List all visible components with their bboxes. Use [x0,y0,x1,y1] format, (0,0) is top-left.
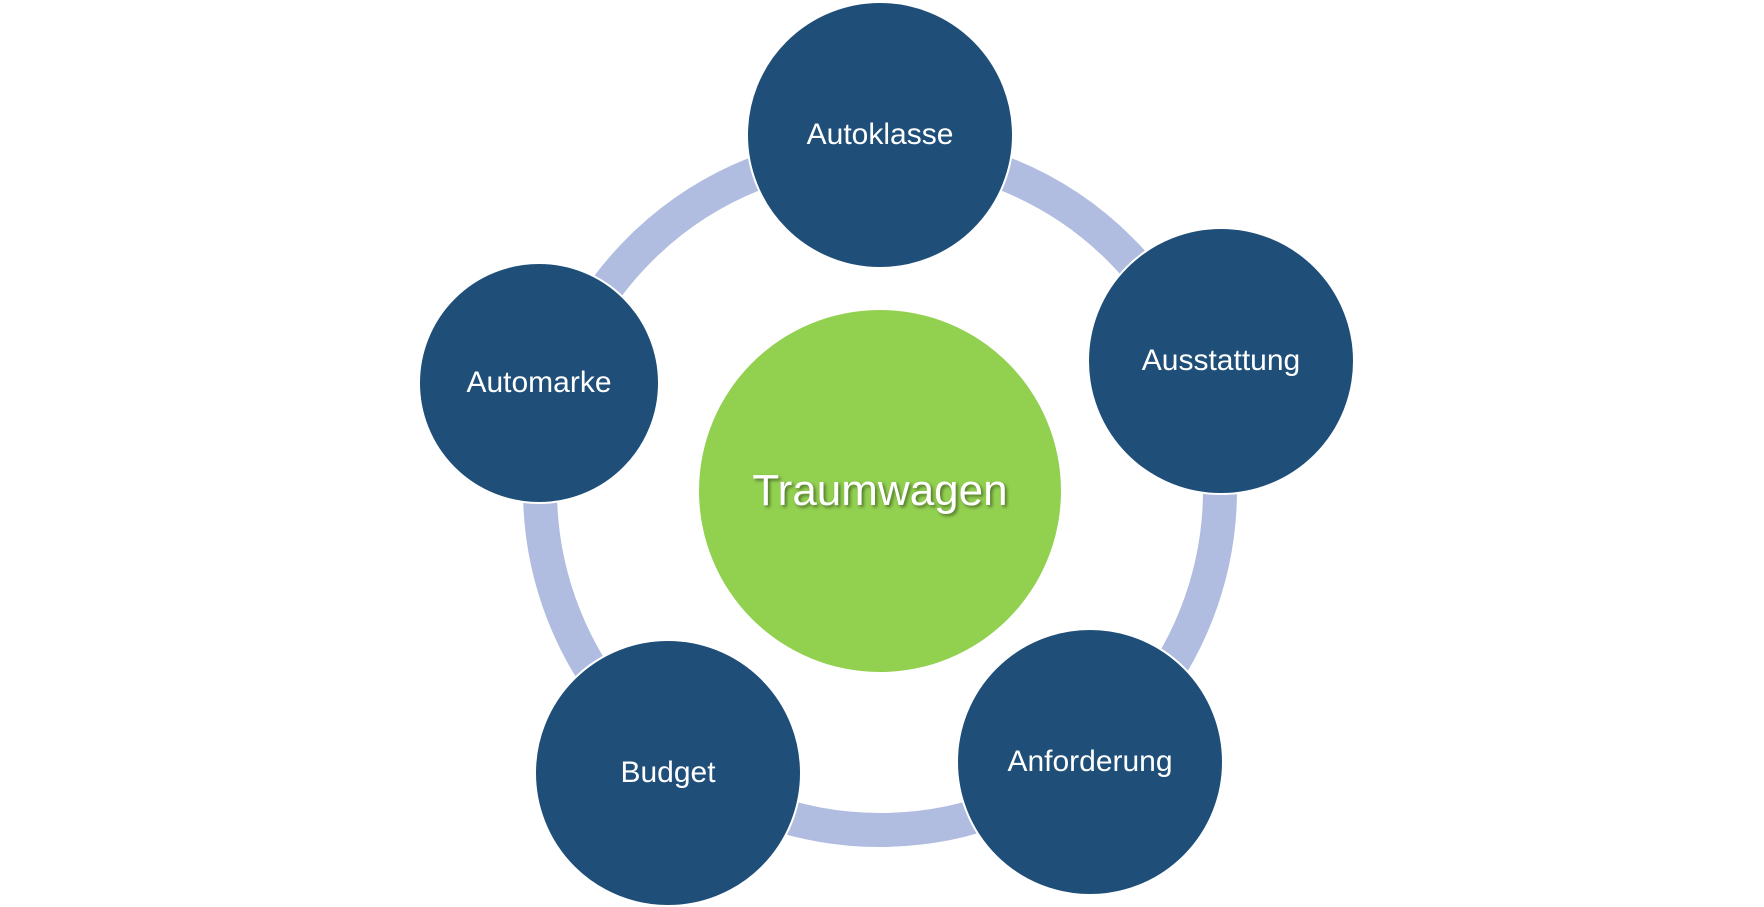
node-label-autoklasse: Autoklasse [806,118,954,151]
node-label-budget: Budget [620,756,716,789]
center-label: Traumwagen [752,466,1008,515]
node-autoklasse: Autoklasse [746,1,1014,269]
node-label-automarke: Automarke [466,366,612,399]
center-node-traumwagen: Traumwagen [699,310,1061,672]
node-label-ausstattung: Ausstattung [1141,344,1301,377]
node-ausstattung: Ausstattung [1087,227,1355,495]
node-label-anforderung: Anforderung [1007,745,1173,778]
node-budget: Budget [534,639,802,907]
node-anforderung: Anforderung [956,628,1224,896]
node-automarke: Automarke [418,262,660,504]
